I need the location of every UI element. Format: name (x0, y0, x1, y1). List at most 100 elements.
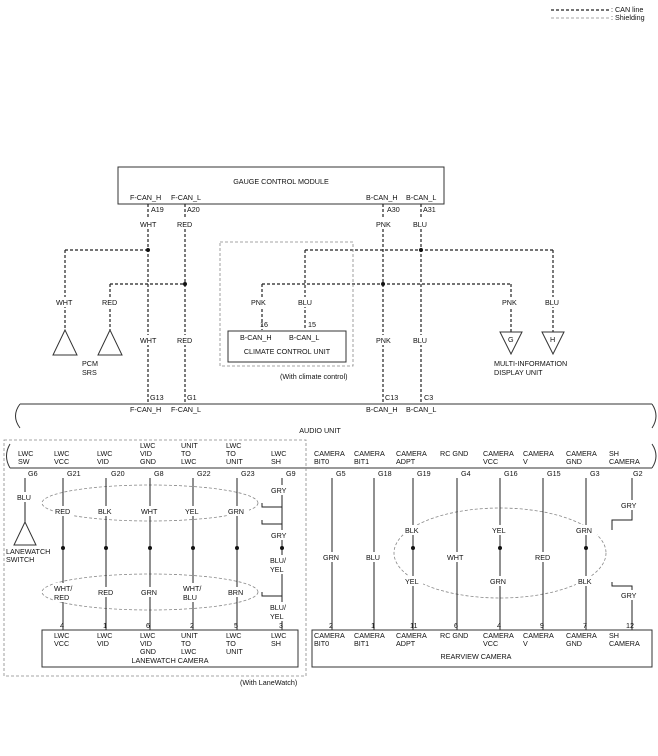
rearview-camera-pin-number: 12 (626, 621, 634, 630)
wire-color-label: BLK (405, 526, 419, 535)
lanewatch-camera-pin-number: 2 (190, 621, 194, 630)
audio-unit-side-edges (6, 443, 657, 469)
wire-color-label: YEL (492, 526, 506, 535)
audio-pin-function-label: LWC (18, 449, 33, 458)
srs-label: SRS (82, 368, 97, 377)
lanewatch-camera-pin-label: SH (271, 639, 281, 648)
wire-color-label: RED (55, 507, 70, 516)
wire-color-label: PNK (376, 336, 391, 345)
lanewatch-camera-pin-label: VID (140, 639, 152, 648)
gcm-pin-a31: A31 (423, 205, 436, 214)
b-can-wiring: PNK BLU PNK BLU PNK BLU PNK BLU (250, 204, 563, 404)
lanewatch-camera-box (41, 629, 299, 668)
shield-drain (261, 503, 282, 508)
wire-color-label: BLK (98, 507, 112, 516)
audio-pin-number: G15 (547, 469, 561, 478)
audio-pin-number: G2 (633, 469, 643, 478)
wire-color-label: RED (102, 298, 117, 307)
wire-color-label: YEL (270, 565, 284, 574)
audio-pin-function-label: LWC (97, 449, 112, 458)
rearview-camera-pin-label: GND (566, 639, 582, 648)
wire-color-label: GRN (576, 526, 592, 535)
rearview-camera-pin-number: 7 (583, 621, 587, 630)
wire-color-label: RED (177, 220, 192, 229)
rearview-camera-pin-label: V (523, 639, 528, 648)
audio-pin-g13: G13 (150, 393, 164, 402)
wire-color-label: WHT/ (54, 584, 72, 593)
lanewatch-camera-pin-label: VCC (54, 639, 69, 648)
audio-pin-number: G16 (504, 469, 518, 478)
audio-pin-function-label: LWC (226, 441, 241, 450)
audio-pin-c13: C13 (385, 393, 398, 402)
climate-pin-16: 16 (260, 320, 268, 329)
audio-pin-function-label: RC GND (440, 449, 468, 458)
rearview-camera-pin-label: CAMERA (483, 631, 514, 640)
audio-pin-function-label: BIT1 (354, 457, 369, 466)
wire-color-label: GRY (271, 531, 287, 540)
climate-b-can-l: B-CAN_L (289, 333, 319, 342)
audio-pin-function-label: GND (566, 457, 582, 466)
lanewatch-camera-pin-number: 3 (279, 621, 283, 630)
rearview-camera-pin-number: 9 (540, 621, 544, 630)
audio-pin-number: G19 (417, 469, 431, 478)
mid-conn-g: G (508, 335, 514, 344)
audio-pin-function-label: VCC (54, 457, 69, 466)
audio-pin-function-label: TO (181, 449, 191, 458)
mid-connector-h-icon (541, 331, 565, 356)
climate-pin-15: 15 (308, 320, 316, 329)
legend: : CAN line : Shielding (551, 5, 645, 22)
audio-pin-function-label: UNIT (181, 441, 198, 450)
wire-color-label: PNK (251, 298, 266, 307)
wire-color-label: WHT (140, 220, 157, 229)
audio-pin-number: G6 (28, 469, 38, 478)
lanewatch-switch-label-1: LANEWATCH (6, 547, 50, 556)
mid-conn-h: H (550, 335, 555, 344)
climate-name: CLIMATE CONTROL UNIT (244, 347, 331, 356)
f-can-wiring: WHT RED WHT RED WHT RED PCM SRS (52, 204, 195, 404)
splice (183, 282, 187, 286)
wire-color-label: BLU (545, 298, 559, 307)
gauge-control-module: GAUGE CONTROL MODULE F-CAN_H F-CAN_L B-C… (117, 166, 445, 214)
lanewatch-camera-pin-label: LWC (271, 631, 286, 640)
wire-color-label: GRY (271, 486, 287, 495)
climate-box (227, 330, 347, 363)
wire-color-label: BLU (298, 298, 312, 307)
lanewatch-camera-pin-number: 6 (146, 621, 150, 630)
audio-pin-g1: G1 (187, 393, 197, 402)
wire-color-label: BRN (228, 588, 243, 597)
audio-pin-function-label: LWC (54, 449, 69, 458)
climate-b-can-h: B-CAN_H (240, 333, 272, 342)
gcm-pin-a19: A19 (151, 205, 164, 214)
wire-color-label: RED (98, 588, 113, 597)
gcm-f-can-l: F-CAN_L (171, 193, 201, 202)
rearview-camera-pin-label: ADPT (396, 639, 416, 648)
rearview-camera-pin-label: SH (609, 631, 619, 640)
lanewatch-camera-pin-label: LWC (54, 631, 69, 640)
pcm-label: PCM (82, 359, 98, 368)
audio-pin-function-label: ADPT (396, 457, 416, 466)
audio-pin-number: G3 (590, 469, 600, 478)
rearview-camera-pin-label: BIT1 (354, 639, 369, 648)
lanewatch-camera-pin-label: UNIT (226, 647, 243, 656)
rearview-camera-pin-label: CAMERA (609, 639, 640, 648)
pcm-connector-icon (52, 328, 78, 356)
wire-color-label: GRN (141, 588, 157, 597)
multi-information-display: G H MULTI-INFORMATION DISPLAY UNIT (494, 331, 567, 377)
shield-drain (261, 520, 282, 525)
wire-color-label: GRY (621, 501, 637, 510)
mid-name-2: DISPLAY UNIT (494, 368, 543, 377)
audio-pin-function-label: BIT0 (314, 457, 329, 466)
audio-pin-function-label: SH (271, 457, 281, 466)
climate-option-frame (219, 241, 354, 367)
rearview-camera-pin-label: CAMERA (396, 631, 427, 640)
lanewatch-switch-label-2: SWITCH (6, 555, 34, 564)
audio-pin-number: G21 (67, 469, 81, 478)
wire-color-label: GRN (228, 507, 244, 516)
audio-pin-function-label: CAMERA (483, 449, 514, 458)
rearview-camera-pin-label: CAMERA (566, 631, 597, 640)
audio-pin-number: G20 (111, 469, 125, 478)
legend-shielding-label: : Shielding (611, 13, 645, 22)
lanewatch-switch: BLU LANEWATCH SWITCH (6, 478, 50, 564)
audio-pin-labels: LWCSWG6LWCVCCG21LWCVIDG20LWCVIDGNDG8UNIT… (18, 441, 643, 478)
